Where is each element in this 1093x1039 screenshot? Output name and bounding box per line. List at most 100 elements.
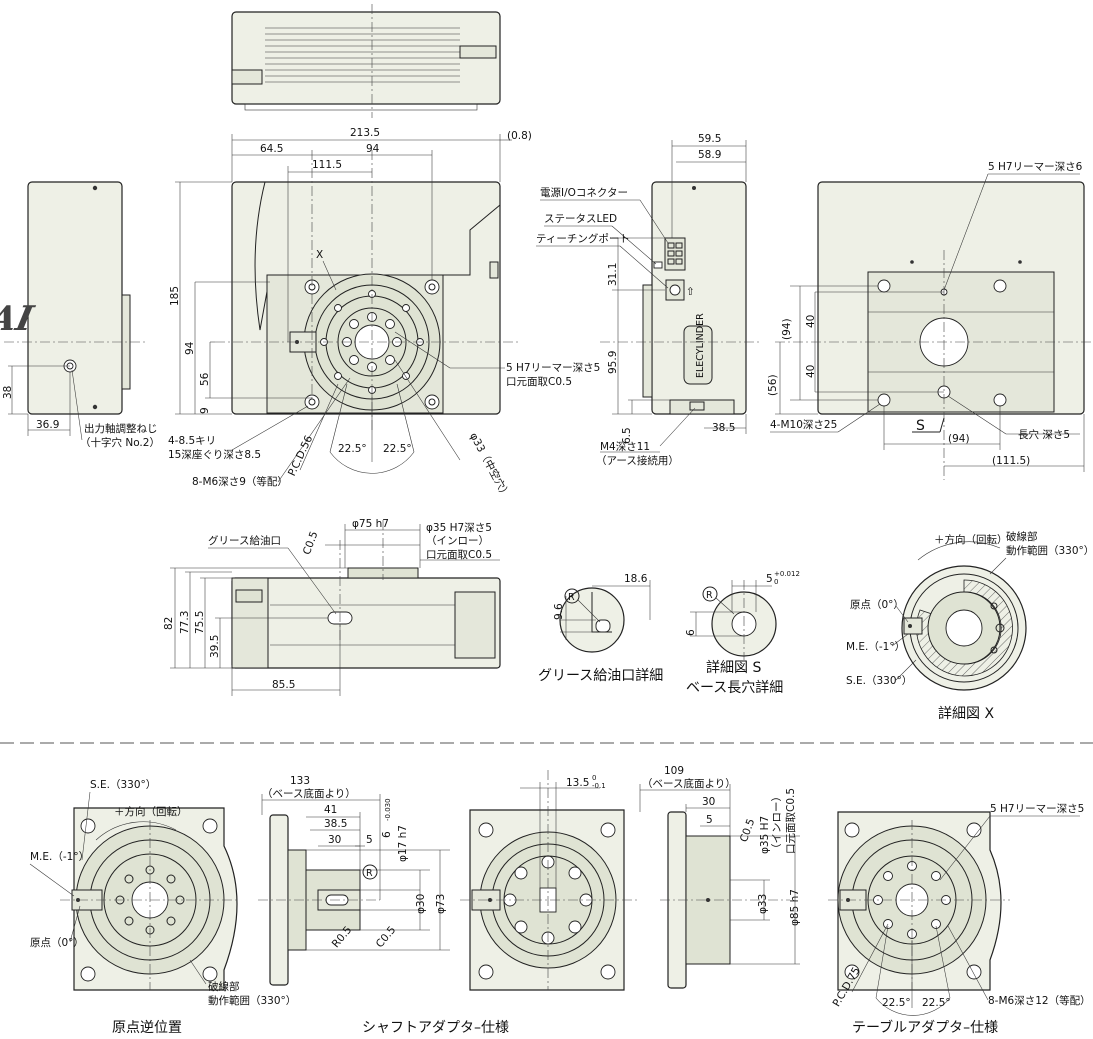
label-rev-se: S.E.（330°） (90, 779, 156, 791)
label-table-reamer: 5 H7リーマー深さ5 (990, 803, 1084, 815)
dim-grease-96: 9.6 (553, 603, 565, 620)
dim-shaft-dia: φ75 h7 (352, 518, 389, 530)
dim-bottom-h40b: 40 (805, 365, 817, 378)
label-angle-right: 22.5° (383, 443, 412, 455)
label-earth-sub: （アース接続用） (596, 454, 679, 467)
arrow-icon: ⇧ (686, 286, 695, 298)
dim-outer: 59.5 (698, 133, 721, 145)
option-center-view: 13.5 0 -0.1 (460, 770, 640, 991)
dim-inner: 58.9 (698, 149, 721, 161)
dim-table-5: 5 (706, 814, 713, 826)
dim-front-height: 82 (163, 617, 175, 630)
dim-center-span: 94 (366, 143, 380, 155)
dim-s-5: 5 (766, 573, 773, 585)
label-counterbore: 15深座ぐり深さ8.5 (168, 448, 261, 461)
label-angle-left: 22.5° (338, 443, 367, 455)
dim-left-to-axis: 64.5 (260, 143, 283, 155)
option-table-title: テーブルアダプタ–仕様 (852, 1019, 998, 1036)
label-bottom-taps: 4-M10深さ25 (770, 419, 837, 431)
dim-table-109: 109 (664, 765, 684, 777)
label-connector: 電源I/Oコネクター (540, 186, 628, 199)
label-earth: M4深さ11 (600, 441, 650, 453)
label-table-c05: C0.5 (738, 817, 757, 844)
label-chamfer: 口元面取C0.5 (506, 376, 572, 388)
dim-shaft-385: 38.5 (324, 818, 347, 830)
detail-s-title: 詳細図 S (706, 660, 761, 676)
left-side-view: IAI 38 36.9 出力軸調整ねじ （十字穴 No.2） (0, 181, 160, 449)
detail-x: ＋方向（回転） 破線部 動作範囲（330°） 原点（0°） M.E.（-1°） … (846, 530, 1093, 722)
dim-bottom: 6.5 (621, 427, 633, 444)
option-table-adapter-side: φ33 φ85 h7 109 （ベース底面より） 30 5 C0.5 φ35 H… (639, 765, 801, 989)
bottom-view: (94) 40 40 (56) (94) (111.5) 5 H7リーマー深さ6… (767, 161, 1093, 480)
dim-shaft-17: φ17 h7 (397, 825, 409, 862)
label-status-led: ステータスLED (544, 213, 617, 225)
dim-shaft-30: 30 (328, 834, 341, 846)
dim-bottom-h40a: 40 (805, 315, 817, 328)
dim-center-tol-up: 0 (592, 774, 596, 782)
dim-left-height: 38 (2, 386, 14, 399)
dim-bottom-h56: (56) (767, 374, 779, 396)
detail-s: 5 +0.012 0 6 R 詳細図 S ベース長穴詳細 (685, 570, 800, 696)
label-adjust-screw-sub: （十字穴 No.2） (80, 436, 160, 449)
label-front-inlow: φ35 H7深さ5 (426, 522, 492, 534)
label-hollow: φ33（中空穴） (467, 430, 513, 500)
option-table-adapter-front: 5 H7リーマー深さ5 P.C.D.75 22.5° 22.5° 8-M6深さ1… (828, 803, 1091, 1036)
label-x-se: S.E.（330°） (846, 675, 912, 687)
dim-to-flange: 111.5 (312, 159, 342, 171)
dim-shaft-133-sub: （ベース底面より） (262, 787, 356, 800)
dim-bottom-w94: (94) (948, 433, 970, 445)
label-x-me: M.E.（-1°） (846, 641, 905, 653)
dim-s-tol-up: +0.012 (774, 570, 800, 578)
dim-height-axis: 94 (184, 341, 196, 355)
dim-grease-186: 18.6 (624, 573, 648, 585)
label-grease-r: R (568, 592, 575, 603)
option-shaft-adapter: 133 （ベース底面より） 41 38.5 30 5 6 -0.030 φ17 … (258, 775, 509, 1036)
dim-height-bottom: 9 (199, 407, 211, 414)
elecylinder-logo: ELECYLINDER (695, 313, 706, 378)
label-pcd: P.C.D.56 (286, 433, 315, 478)
label-rev-range: 動作範囲（330°） (208, 994, 296, 1007)
detail-x-marker: X (316, 249, 323, 261)
dim-bottom-w111: (111.5) (992, 455, 1030, 467)
option-reverse-title: 原点逆位置 (112, 1020, 182, 1036)
label-front-chamfer-top: C0.5 (301, 530, 320, 557)
label-x-range: 動作範囲（330°） (1006, 544, 1093, 557)
label-front-inlow-sub: （インロー） (426, 535, 489, 547)
label-taps: 8-M6深さ9（等配） (192, 475, 288, 488)
dim-front-width: 85.5 (272, 679, 295, 691)
dim-table-109-sub: （ベース底面より） (642, 777, 736, 790)
detail-grease-title: グリース給油口詳細 (538, 668, 663, 684)
dim-offset-right: (0.8) (507, 130, 532, 142)
label-s-r: R (706, 590, 713, 601)
label-bottom-reamer: 5 H7リーマー深さ6 (988, 161, 1083, 173)
dim-s-6: 6 (685, 629, 697, 636)
dim-shaft-30dia: φ30 (415, 894, 427, 914)
dim-base: 38.5 (712, 422, 735, 434)
label-x-broken: 破線部 (1006, 530, 1038, 543)
dim-shaft-41: 41 (324, 804, 337, 816)
label-rev-direction: ＋方向（回転） (114, 805, 188, 818)
label-table-taps: 8-M6深さ12（等配） (988, 994, 1091, 1007)
label-x-direction: ＋方向（回転） (934, 533, 1008, 546)
detail-s-subtitle: ベース長穴詳細 (686, 680, 783, 696)
cooling-fins (265, 27, 460, 83)
dim-bottom-h94: (94) (781, 318, 793, 340)
dim-front-h755: 75.5 (194, 611, 206, 634)
dim-height-lower: 56 (199, 372, 211, 386)
dim-height-total: 185 (169, 286, 181, 306)
dim-shaft-73: φ73 (435, 894, 447, 914)
dim-upper: 31.1 (607, 263, 619, 286)
label-shaft-c05: C0.5 (374, 924, 399, 950)
label-table-inlow: φ35 H7 (759, 816, 771, 854)
dim-table-30: 30 (702, 796, 715, 808)
label-adjust-screw: 出力軸調整ねじ (84, 422, 158, 435)
label-rev-broken: 破線部 (208, 980, 240, 993)
top-outline-view (231, 4, 501, 118)
dim-width-total: 213.5 (350, 127, 380, 139)
label-rev-origin: 原点（0°） (30, 937, 84, 949)
main-top-view: 213.5 (0.8) 64.5 94 111.5 185 94 56 9 X … (168, 127, 600, 501)
front-view: φ75 h7 φ35 H7深さ5 （インロー） 口元面取C0.5 C0.5 グリ… (163, 518, 501, 696)
label-slot: 長穴 深さ5 (1018, 428, 1070, 441)
label-grease-port: グリース給油口 (208, 534, 281, 547)
